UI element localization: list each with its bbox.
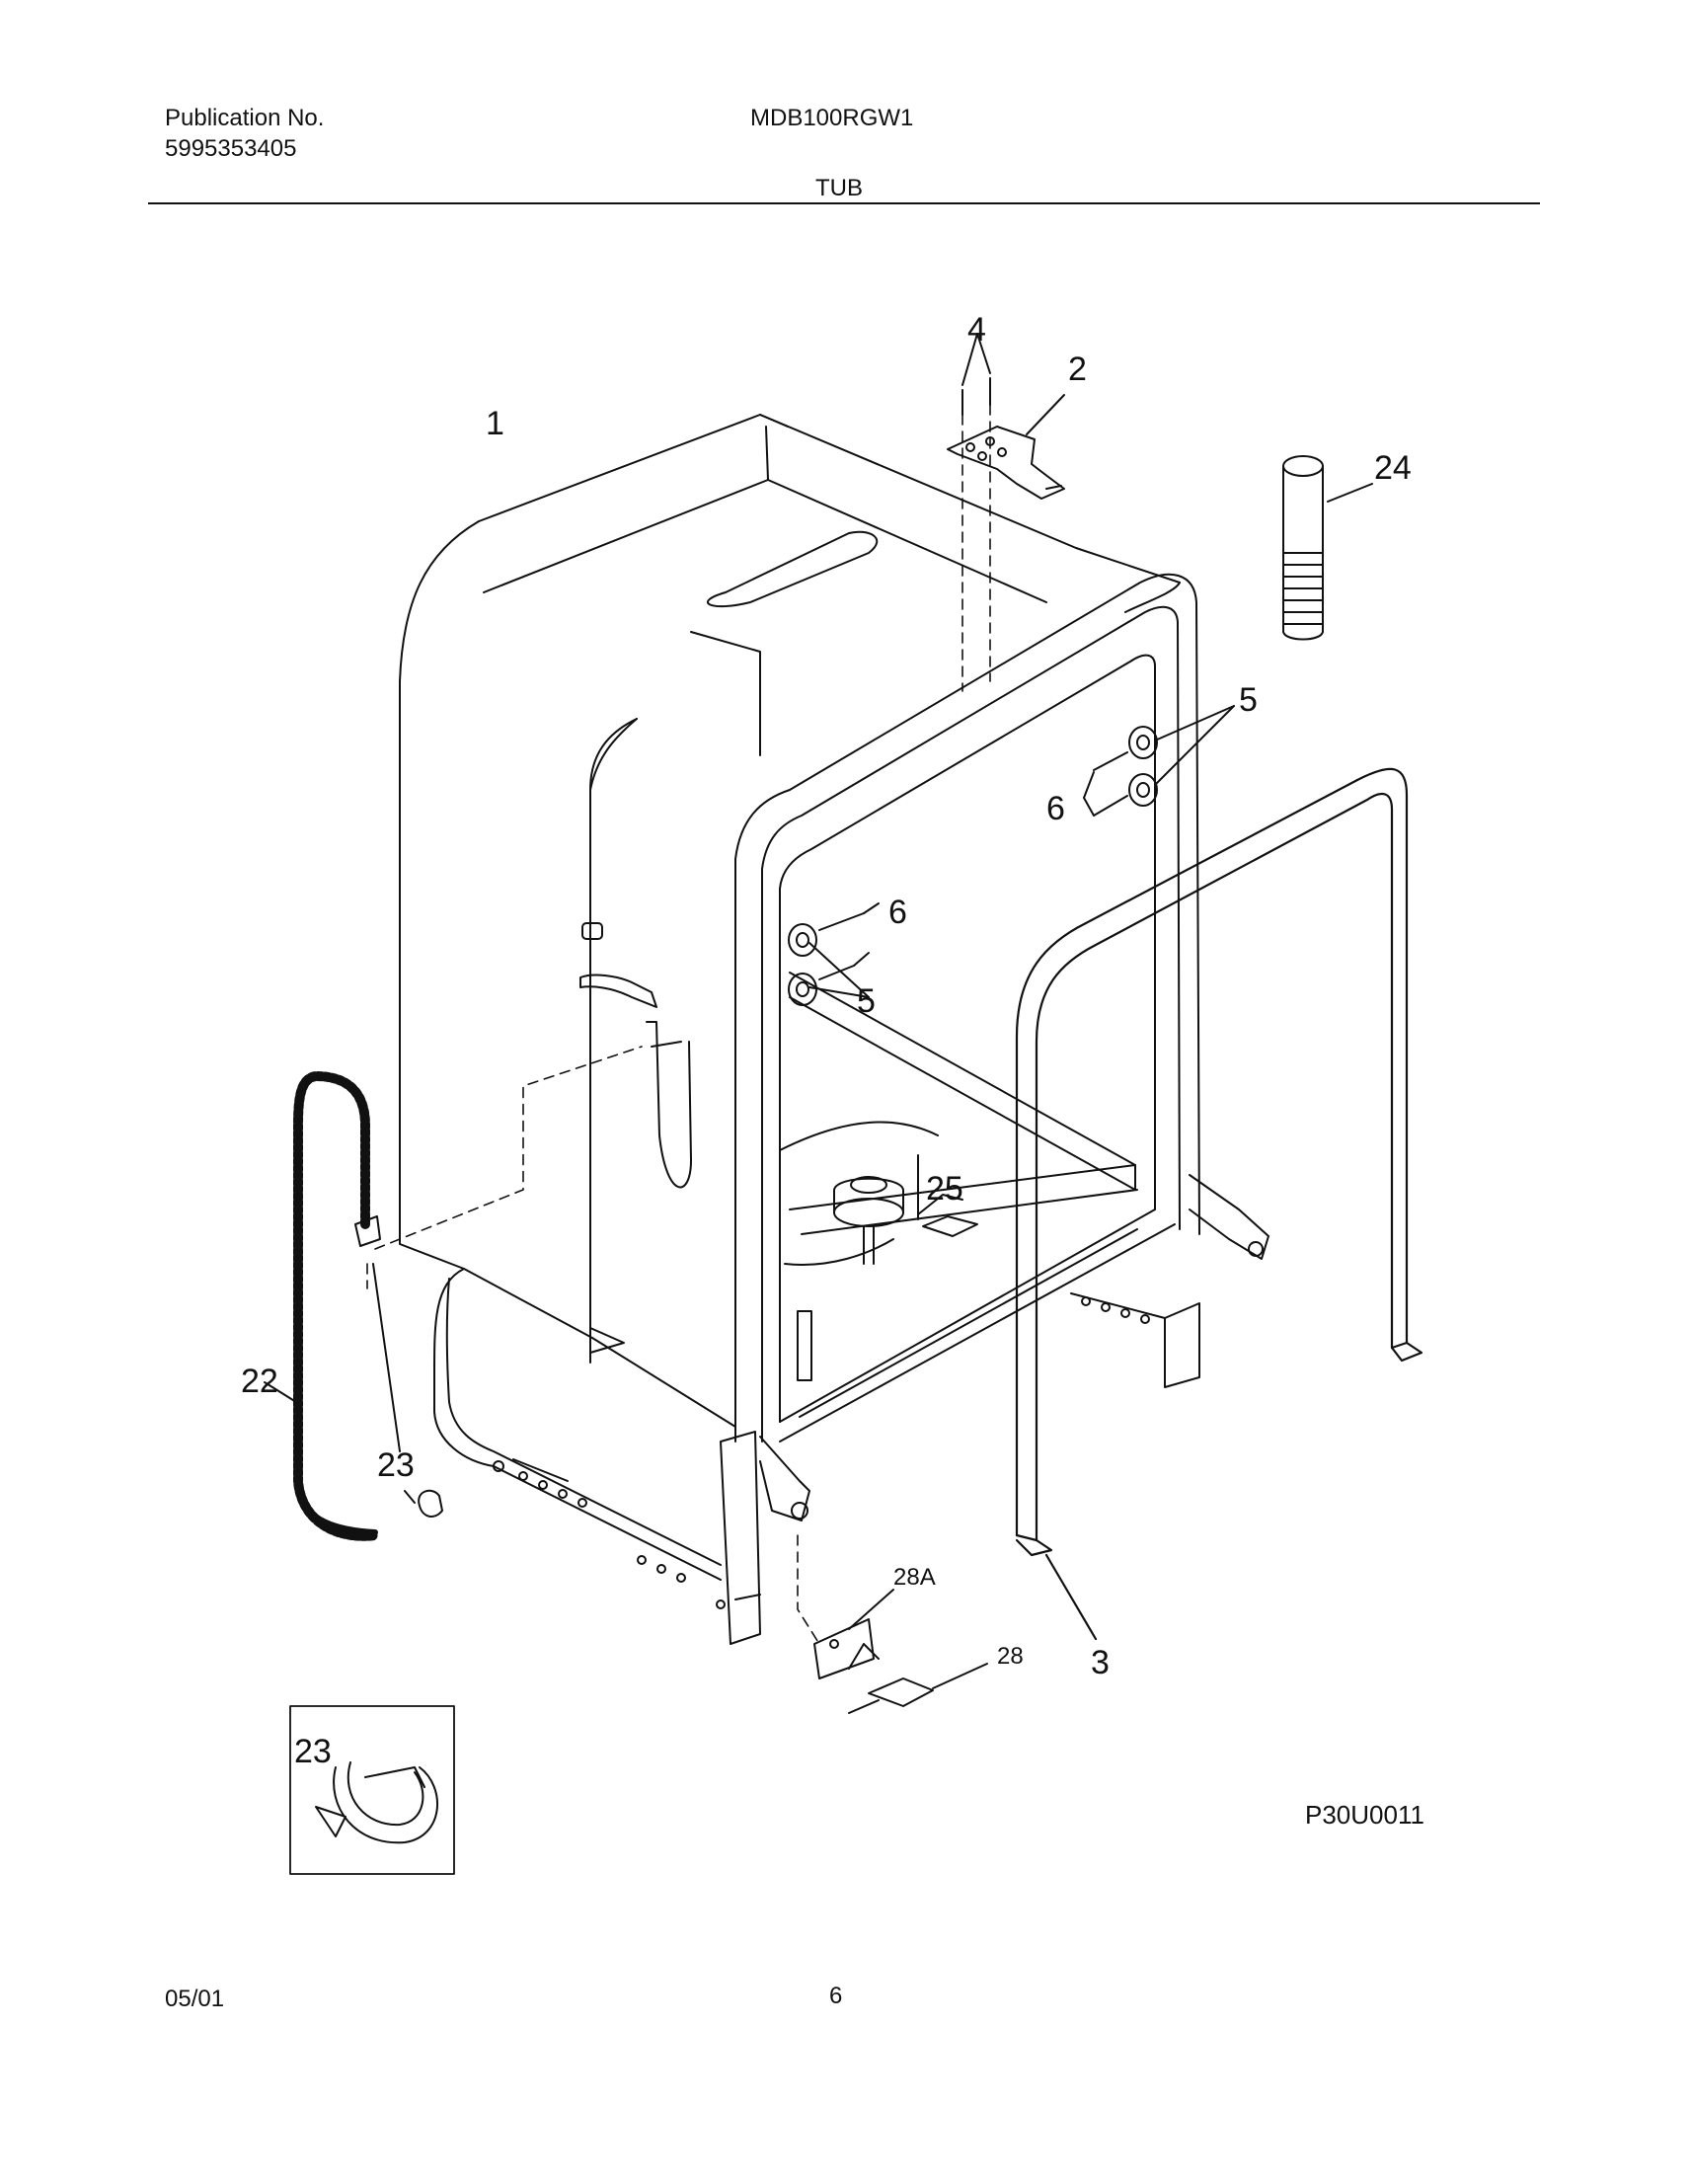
callout-labels: 1 2 4 24 5 6 6 5 25 22 23 3 23 bbox=[241, 311, 1412, 1770]
callout-24: 24 bbox=[1374, 449, 1412, 487]
callout-22: 22 bbox=[241, 1363, 278, 1400]
callout-3: 3 bbox=[1091, 1644, 1110, 1681]
callout-4: 4 bbox=[967, 311, 986, 349]
float-switch-shape bbox=[813, 1589, 988, 1714]
rollers-and-screws bbox=[788, 705, 1235, 1006]
drain-hose-shape bbox=[264, 1071, 381, 1541]
callout-23: 23 bbox=[377, 1446, 415, 1484]
hinge-bracket-shape bbox=[947, 333, 1065, 500]
header-rule bbox=[148, 202, 1540, 204]
hose-extension-shape bbox=[1282, 455, 1373, 641]
page-number: 6 bbox=[829, 1983, 843, 2009]
callout-28: 28 bbox=[997, 1643, 1024, 1670]
figure-code: P30U0011 bbox=[1305, 1800, 1424, 1830]
footer-date: 05/01 bbox=[165, 1986, 225, 2012]
model-number: MDB100RGW1 bbox=[750, 105, 914, 131]
tub-shape bbox=[399, 414, 1181, 1428]
callout-5-right: 5 bbox=[1239, 681, 1258, 719]
float-shape bbox=[833, 1176, 978, 1265]
callout-6-right: 6 bbox=[1046, 790, 1065, 827]
hose-clamp-shape bbox=[372, 1263, 443, 1518]
section-title: TUB bbox=[815, 175, 863, 201]
callout-labels-small: 28A 28 bbox=[893, 1564, 1024, 1670]
callout-1: 1 bbox=[486, 405, 504, 442]
publication-number: 5995353405 bbox=[165, 135, 297, 162]
callout-28a: 28A bbox=[893, 1564, 936, 1591]
callout-2: 2 bbox=[1068, 351, 1087, 388]
callout-23-inset: 23 bbox=[294, 1733, 332, 1770]
callout-6-left: 6 bbox=[888, 894, 907, 931]
publication-label: Publication No. bbox=[165, 105, 325, 131]
tub-front-frame bbox=[433, 573, 1269, 1645]
inset-box bbox=[289, 1705, 455, 1875]
callout-5-left: 5 bbox=[857, 982, 876, 1020]
callout-25: 25 bbox=[926, 1170, 963, 1208]
door-gasket-shape bbox=[1015, 767, 1423, 1641]
assembly-dashed-lines bbox=[366, 404, 991, 1645]
